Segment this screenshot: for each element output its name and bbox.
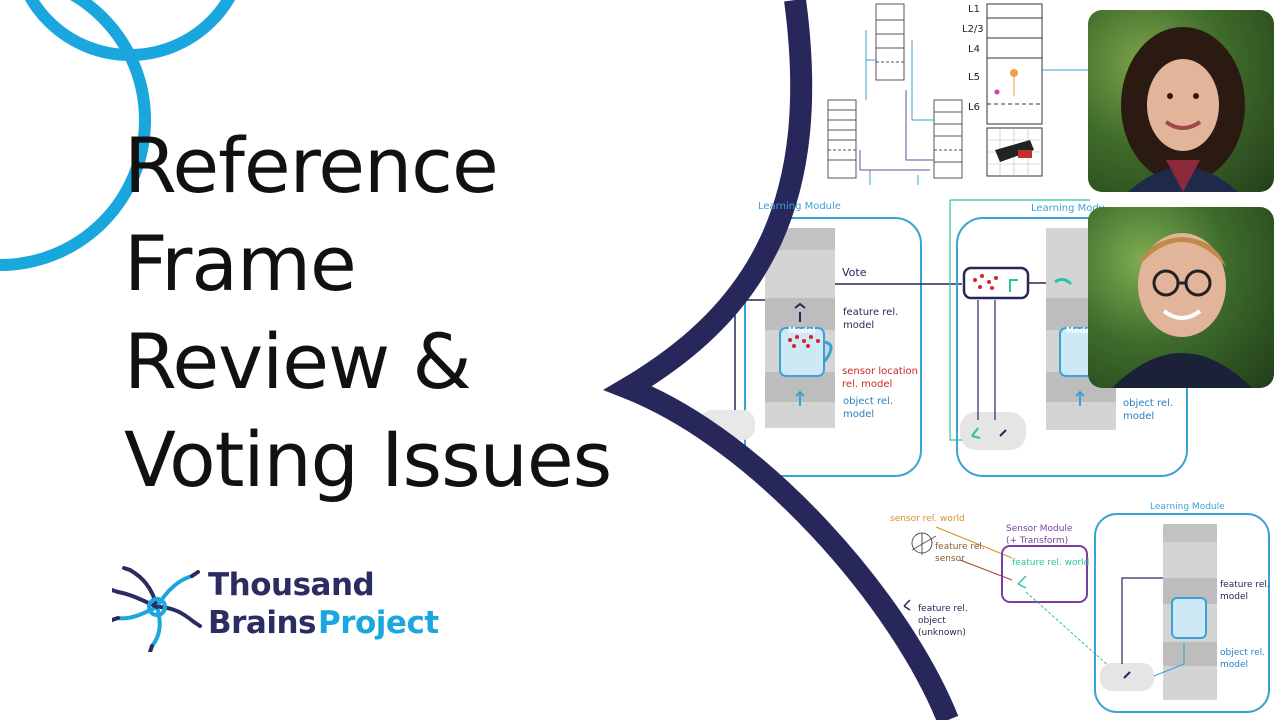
mug-model-label-right: Model bbox=[1066, 326, 1094, 335]
man-portrait-icon bbox=[1112, 233, 1252, 388]
feature-rel-model-label-1: feature rel. bbox=[843, 307, 899, 318]
logo-text-project: Project bbox=[318, 605, 439, 641]
curved-divider bbox=[603, 0, 959, 720]
feature-rel-object-label-2: object bbox=[918, 616, 946, 626]
layer-label-l6: L6 bbox=[968, 102, 980, 113]
object-rel-model-label-1: object rel. bbox=[843, 396, 893, 407]
layer-label-l1: L1 bbox=[968, 4, 980, 15]
learning-module-left bbox=[744, 217, 922, 477]
presenter-photo-woman bbox=[1088, 10, 1274, 192]
sensor-module-label-2: (+ Transform) bbox=[1006, 536, 1069, 546]
layer5-marker-orange bbox=[1010, 69, 1018, 77]
cortical-column-diagram bbox=[827, 3, 963, 179]
layer-label-l23: L2/3 bbox=[962, 24, 984, 35]
small-feature-rel-model-1: feature rel. bbox=[1220, 580, 1270, 590]
sensor-rel-world-icon bbox=[911, 532, 937, 555]
layer-label-l5: L5 bbox=[968, 72, 980, 83]
presenter-photo-man bbox=[1088, 207, 1274, 388]
sensor-location-label-2: rel. model bbox=[842, 379, 893, 390]
learning-module-small bbox=[1094, 513, 1270, 713]
title-line-1: Reference bbox=[124, 121, 499, 210]
sensor-location-label-1: sensor location bbox=[842, 366, 918, 377]
title-line-4: Voting Issues bbox=[124, 415, 612, 504]
mug-model-label-left: Model bbox=[788, 326, 816, 335]
lm-right-sensor-blob bbox=[960, 412, 1026, 450]
mug-model-left bbox=[779, 327, 825, 377]
feature-rel-model-label-2: model bbox=[843, 320, 875, 331]
vote-label: Vote bbox=[842, 266, 867, 279]
layer-label-l4: L4 bbox=[968, 44, 980, 55]
mug-model-small bbox=[1171, 597, 1207, 639]
object-rel-model-right-1: object rel. bbox=[1123, 398, 1173, 409]
lm-right-title: Learning Modu bbox=[1031, 203, 1106, 214]
stapler-icon bbox=[995, 140, 1034, 162]
woman-portrait-icon bbox=[1121, 27, 1245, 192]
title-line-2: Frame bbox=[124, 219, 357, 308]
logo-text-thousand: Thousand bbox=[208, 567, 375, 603]
decorative-arcs bbox=[0, 0, 236, 271]
feature-rel-object-label-1: feature rel. bbox=[918, 604, 968, 614]
logo-text-brains: Brains bbox=[208, 605, 316, 641]
object-rel-model-right-2: model bbox=[1123, 411, 1155, 422]
feature-rel-sensor-label-2: sensor bbox=[935, 554, 965, 564]
small-object-rel-model-1: object rel. bbox=[1220, 648, 1265, 658]
layer-table bbox=[986, 3, 1043, 177]
sensor-rel-world-label: sensor rel. world bbox=[890, 514, 965, 524]
sensor-module-box bbox=[1001, 545, 1088, 603]
feature-rel-sensor-label-1: feature rel. bbox=[935, 542, 985, 552]
layer6-marker-magenta bbox=[994, 89, 1000, 95]
vote-box bbox=[962, 266, 1030, 300]
thousand-brains-logo-icon bbox=[112, 566, 202, 652]
lm-left-title: Learning Module bbox=[758, 201, 841, 212]
title-line-3: Review & bbox=[124, 317, 472, 406]
small-lm-title: Learning Module bbox=[1150, 502, 1225, 512]
small-object-rel-model-2: model bbox=[1220, 660, 1249, 670]
feature-rel-world-label: feature rel. world bbox=[1012, 558, 1090, 568]
sensor-module-label-1: Sensor Module bbox=[1006, 524, 1073, 534]
feature-rel-object-label-3: (unknown) bbox=[918, 628, 966, 638]
object-rel-model-label-2: model bbox=[843, 409, 875, 420]
small-feature-rel-model-2: model bbox=[1220, 592, 1249, 602]
